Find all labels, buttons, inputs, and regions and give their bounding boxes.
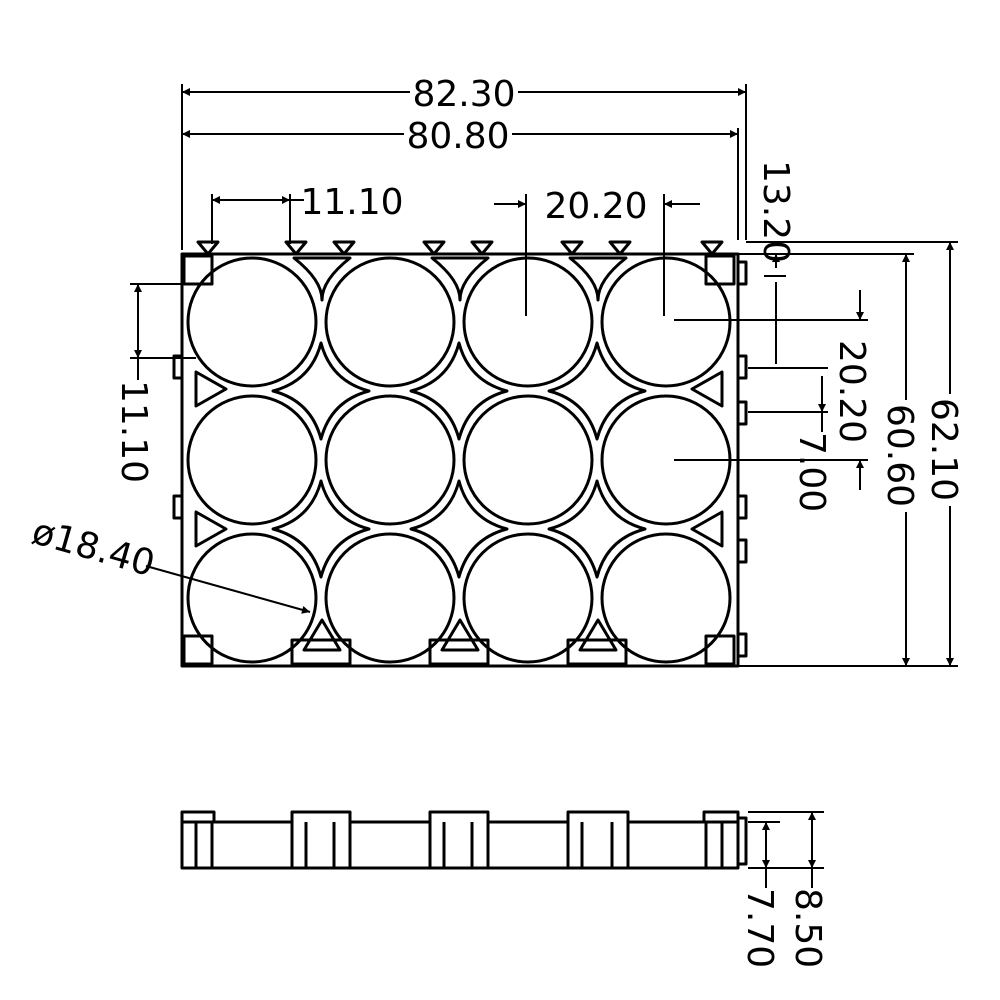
star-web [547,479,647,579]
dim-end-offset: 13.20 [755,160,796,263]
star-web [409,479,509,579]
dim-inner-height: 60.60 [879,404,920,507]
star-web [271,341,371,441]
dim-overall-height: 62.10 [923,398,964,501]
top-y-webs [292,256,628,302]
cell-openings [186,256,732,664]
star-web [271,479,371,579]
side-clips [172,260,748,658]
star-web [547,341,647,441]
cell-opening [186,532,318,664]
dimensions-side: 8.50 7.70 [739,811,828,968]
top-view [172,240,748,668]
star-webs [271,341,647,579]
bottom-triangles [302,618,618,652]
cell-opening [462,532,594,664]
cell-opening [600,256,732,388]
bottom-tabs [290,638,628,666]
dim-cell-diameter: ø18.40 [28,511,160,585]
star-web [409,341,509,441]
cell-opening [462,394,594,526]
dim-cell-pitch: 20.20 [544,186,647,227]
cell-opening [462,256,594,388]
dim-offset-7: 7.00 [791,432,832,512]
side-view [180,810,748,870]
dim-inner-length: 80.80 [406,116,509,157]
dim-side-height-inner: 7.70 [739,888,780,968]
dim-overall-length: 82.30 [412,74,515,115]
top-tabs [196,240,724,256]
cell-opening [324,532,456,664]
cell-opening [324,256,456,388]
corner-posts [182,254,736,666]
dim-left-offset: 11.10 [113,380,154,483]
dim-side-height-outer: 8.50 [787,888,828,968]
cell-opening [186,256,318,388]
side-triangles [194,370,724,548]
dimensions-top: 82.30 80.80 11.10 20.20 13.20 20.20 7.00… [28,74,964,667]
dim-vertical-pitch: 20.20 [831,340,872,443]
dim-offset-width: 11.10 [300,182,403,223]
cell-opening [186,394,318,526]
holder-outline [180,252,740,668]
cell-opening [324,394,456,526]
cell-opening [600,532,732,664]
